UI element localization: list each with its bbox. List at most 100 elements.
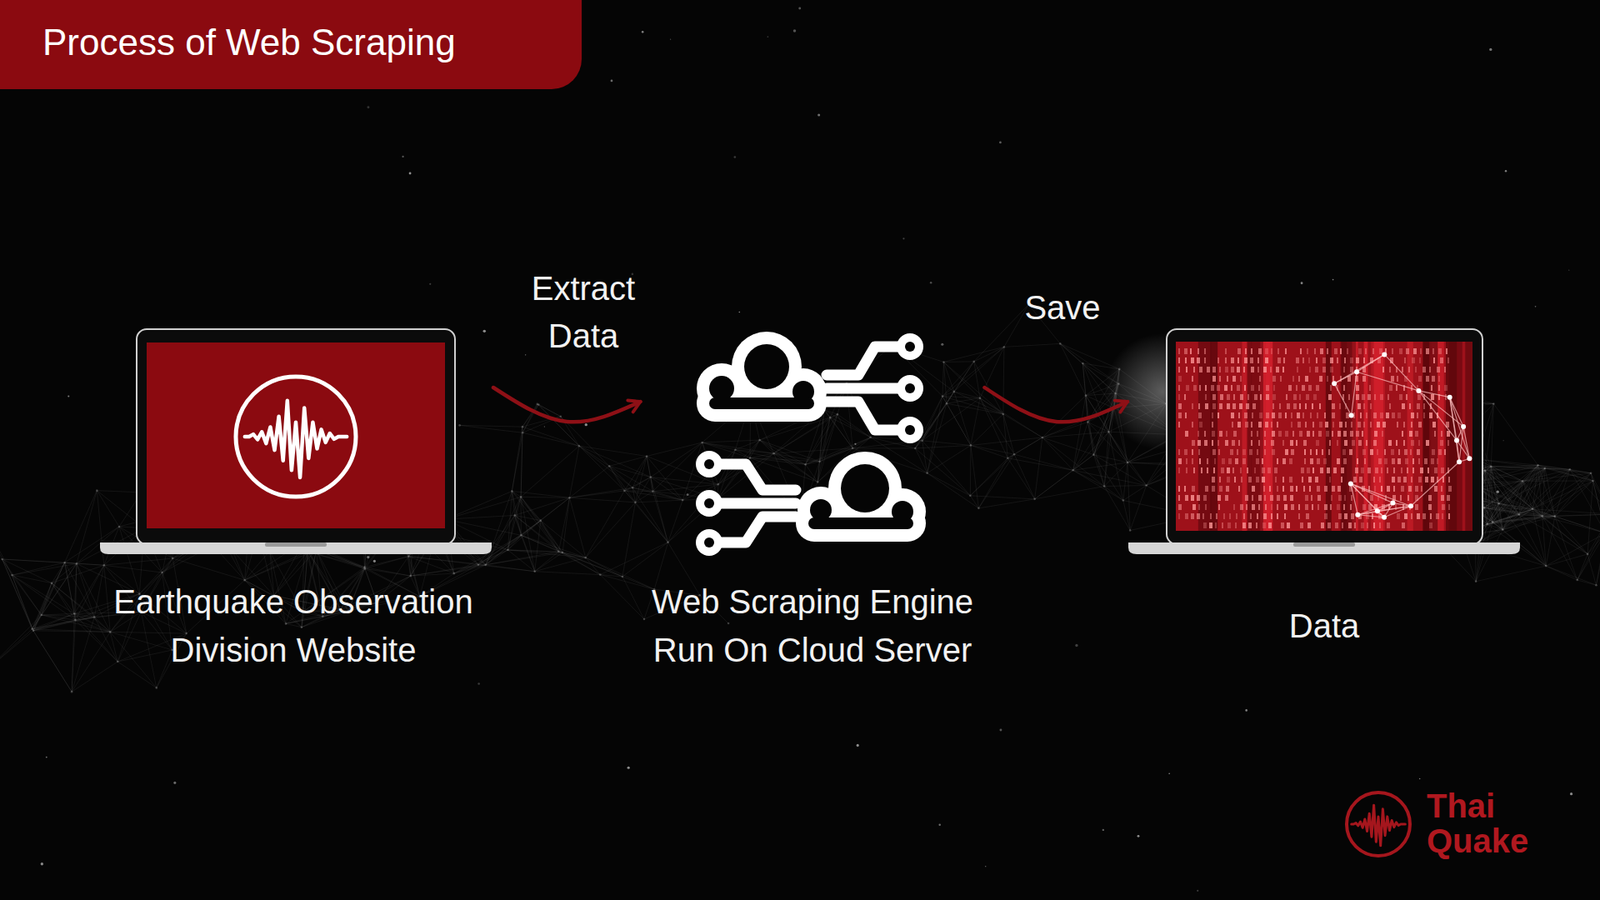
network-mesh [954,346,1005,392]
network-mesh [943,346,1004,362]
network-mesh [1485,523,1489,526]
network-mesh [980,398,1015,455]
data-screen [1419,357,1421,364]
data-screen [1401,403,1405,410]
data-screen [1293,403,1297,410]
data-screen [1391,348,1394,355]
data-screen [1290,412,1293,419]
data-screen [1340,348,1342,355]
network-mesh [535,552,563,572]
data-screen [1219,366,1221,373]
network-mesh [1484,469,1487,472]
data-screen [1374,394,1376,400]
network-mesh [285,622,288,625]
network-mesh [364,567,367,570]
network-mesh [1081,362,1085,365]
network-mesh [562,497,570,553]
network-mesh [804,463,807,466]
data-screen [1198,412,1202,419]
network-mesh [579,445,625,491]
star-dots [366,105,370,109]
network-mesh [772,452,775,455]
network-mesh [11,575,34,631]
network-mesh [635,500,683,503]
network-mesh [1545,554,1588,566]
network-mesh [1104,462,1128,487]
data-screen [1270,366,1272,373]
network-mesh [954,391,980,399]
network-mesh [1587,533,1600,555]
network-mesh [104,565,163,573]
network-mesh [579,445,647,456]
data-screen [1260,394,1262,400]
network-mesh [1497,502,1500,505]
network-mesh [1485,403,1494,470]
network-mesh [943,360,974,363]
data-screen [1300,348,1302,355]
network-mesh [1073,470,1105,486]
star-dots [1137,835,1140,838]
network-mesh [1107,430,1110,434]
data-screen [1387,394,1390,400]
data-screen [1345,412,1350,419]
data-screen [1238,412,1240,419]
network-mesh [1130,485,1146,531]
network-mesh [74,613,95,617]
data-screen [1324,412,1326,419]
network-mesh [579,445,633,488]
network-mesh [1014,454,1074,470]
data-screen [1272,375,1276,382]
network-mesh [520,496,541,520]
data-screen [1270,348,1273,355]
network-mesh [1092,453,1095,456]
data-screen [1265,385,1270,391]
data-screen [1233,394,1235,400]
network-mesh [365,568,411,576]
data-screen [1320,348,1324,355]
data-screen [1226,403,1230,410]
network-mesh [578,445,581,448]
data-screen [1279,403,1281,410]
network-mesh [445,490,512,520]
network-mesh [71,613,75,692]
data-screen [1292,375,1295,382]
data-screen [1432,348,1435,355]
data-screen [1308,385,1312,391]
network-mesh [11,562,65,575]
data-screen [1280,375,1282,382]
data-screen [1302,412,1305,419]
network-mesh [946,391,955,404]
data-screen [1339,403,1341,410]
network-mesh [1002,413,1005,416]
data-screen [1204,357,1206,364]
data-screen [1413,348,1417,355]
star-dots [401,155,404,158]
data-screen [1273,385,1275,391]
data-screen [1417,394,1421,400]
data-screen [1405,394,1408,400]
network-mesh [1485,468,1545,471]
network-mesh [50,581,54,585]
network-mesh [623,490,626,493]
network-mesh [970,495,979,509]
network-mesh [579,445,610,466]
network-mesh [460,425,524,433]
network-mesh [41,613,75,615]
network-mesh [1542,515,1578,580]
data-screen [1298,375,1300,382]
data-screen [1305,403,1307,410]
network-mesh [829,416,832,420]
network-mesh [1491,520,1495,524]
star-dots [373,560,376,563]
network-mesh [156,650,173,688]
star-dots [45,756,48,759]
network-mesh [1555,473,1591,517]
data-screen [1423,403,1425,410]
data-screen [1299,403,1301,410]
data-screen [1370,403,1372,410]
network-mesh [624,490,683,500]
network-mesh [478,515,515,565]
star-dots [1300,281,1304,285]
data-screen [1433,357,1435,364]
network-mesh [445,496,521,520]
